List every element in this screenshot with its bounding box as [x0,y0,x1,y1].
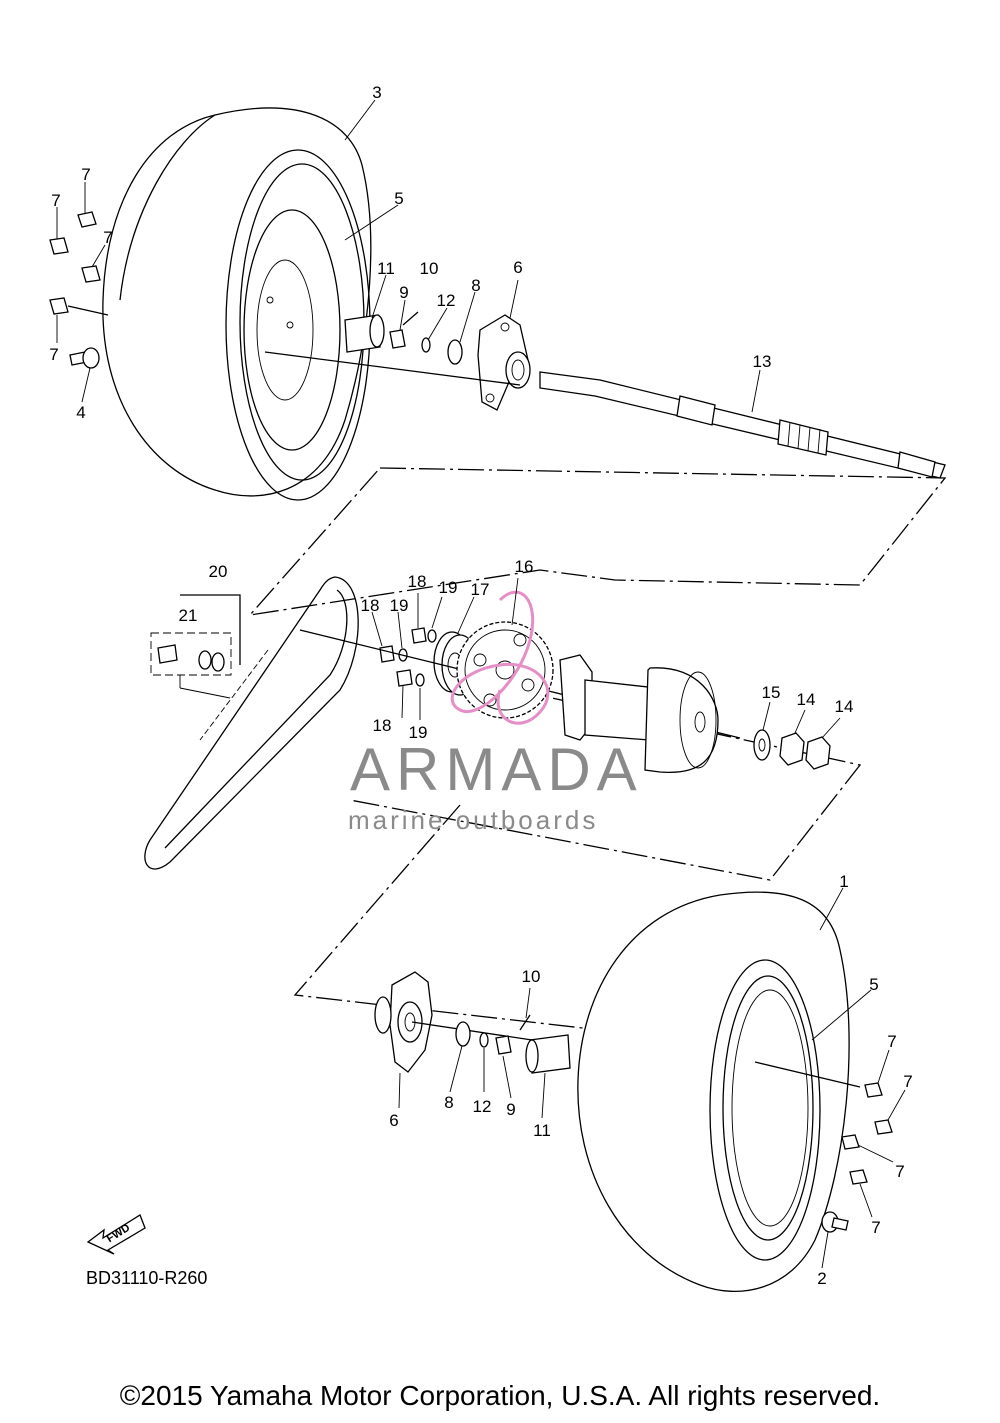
master-link-kit [150,594,241,699]
label-11: 11 [377,259,395,278]
label-19-b: 19 [390,596,409,615]
label-7-c: 7 [103,228,112,247]
label-2: 2 [817,1269,826,1288]
label-9-lower: 9 [506,1100,515,1119]
label-5-lower: 5 [869,975,878,994]
label-10: 10 [420,259,439,278]
label-16: 16 [515,557,534,576]
label-4: 4 [76,403,85,422]
label-7-h: 7 [871,1218,880,1237]
label-18-a: 18 [408,572,427,591]
label-3: 3 [372,83,381,102]
fwd-arrow-icon: FWD [86,1214,146,1255]
axle-shaft [539,371,946,479]
label-10-lower: 10 [522,967,541,986]
lower-tire [577,891,861,1292]
reference-code: BD31110-R260 [86,1268,208,1288]
watermark-title: ARMADA [350,736,643,803]
label-12: 12 [437,291,456,310]
label-7-d: 7 [49,345,58,364]
label-18-b: 18 [361,596,380,615]
label-14-b: 14 [835,697,854,716]
label-1: 1 [839,872,848,891]
copyright-notice: ©2015 Yamaha Motor Corporation, U.S.A. A… [119,1380,881,1411]
label-11-lower: 11 [533,1121,551,1140]
label-21: 21 [179,606,198,625]
lower-bolts [821,1082,893,1233]
upper-tire [102,107,372,501]
drive-chain [144,576,359,870]
axle-nuts [753,729,831,770]
label-6: 6 [513,258,522,277]
label-14-a: 14 [797,690,816,709]
label-8: 8 [471,276,480,295]
rear-sprocket [456,621,554,719]
label-7-g: 7 [895,1162,904,1181]
leader-lines [56,99,906,1269]
watermark-subtitle: marine outboards [348,805,599,835]
label-6-lower: 6 [389,1111,398,1130]
lower-hardware [374,971,571,1074]
label-8-lower: 8 [444,1093,453,1112]
label-19-a: 19 [439,578,458,597]
label-5: 5 [394,189,403,208]
upper-hardware [264,311,531,411]
lower-assembly-outline [293,804,601,1031]
label-13: 13 [753,352,772,371]
label-9: 9 [399,283,408,302]
label-18-c: 18 [373,716,392,735]
part-labels: 3 5 11 10 9 12 8 6 13 7 7 7 7 4 20 21 16… [49,83,912,1288]
label-7-b: 7 [51,191,60,210]
watermark-logo [450,590,550,725]
label-7-a: 7 [81,165,90,184]
label-12-lower: 12 [473,1097,492,1116]
label-19-c: 19 [409,723,428,742]
axle-housing [559,654,719,774]
label-20: 20 [209,562,228,581]
label-15: 15 [762,683,781,702]
label-17: 17 [471,580,490,599]
label-7-e: 7 [887,1032,896,1051]
upper-bolts [49,211,109,369]
label-7-f: 7 [903,1072,912,1091]
